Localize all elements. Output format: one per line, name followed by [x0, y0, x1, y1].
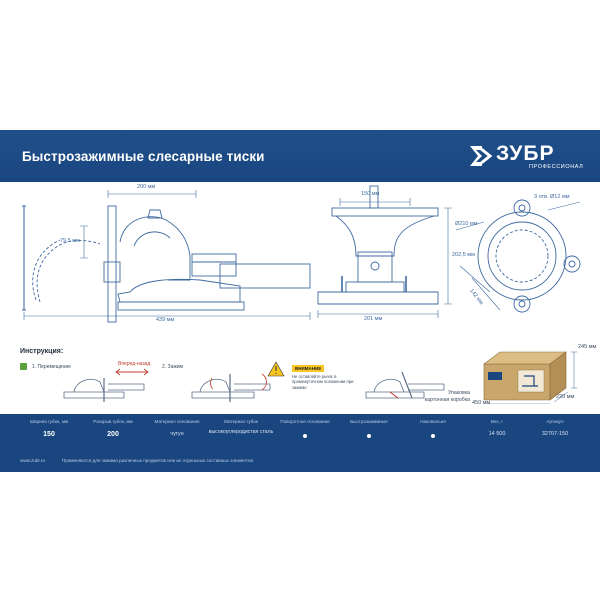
dim-length-left: 439 мм	[156, 317, 175, 323]
logo-subtitle: ПРОФЕССИОНАЛ	[529, 164, 584, 170]
check-icon	[20, 363, 27, 376]
package-box: 245 мм 450 мм 220 мм	[472, 342, 597, 406]
box-illustration	[483, 351, 577, 405]
box-length: 450 мм	[472, 400, 491, 406]
technical-drawings: 200 мм 79,5 мм 439 мм 150 мм 202,5 мм 20…	[0, 182, 600, 342]
box-height: 245 мм	[578, 344, 597, 350]
instructions-title: Инструкция:	[20, 348, 64, 355]
instructions-row: 1. Перемещение Вперед-назад 2. Зажим	[14, 358, 474, 406]
spec-header-jaw-opening: Раскрыв губок, мм	[93, 419, 133, 424]
logo-text: ЗУБР	[496, 142, 555, 165]
dim-height-left: 79,5 мм	[60, 238, 80, 244]
brand-logo: ЗУБР ПРОФЕССИОНАЛ	[468, 142, 588, 176]
dim-base-middle: 201 мм	[364, 316, 383, 322]
vise-front-view	[317, 185, 452, 318]
spec-header-jaw-width: Ширина губок, мм	[29, 419, 69, 424]
step-clamp-label: 2. Зажим	[162, 364, 183, 370]
spec-header-jaw-material: Материал губок	[224, 419, 258, 424]
spec-header-anvil: Наковальня	[420, 419, 446, 424]
dim-height-middle: 202,5 мм	[452, 252, 475, 258]
dim-width-middle: 150 мм	[361, 191, 380, 197]
footer-note: Применяются для зажима различных предмет…	[62, 458, 253, 463]
product-card: Быстрозажимные слесарные тиски ЗУБР ПРОФ…	[0, 130, 600, 472]
zubr-logo-icon	[470, 146, 493, 166]
step-move-arrow-label: Вперед-назад	[118, 361, 151, 367]
vise-drawings	[22, 185, 581, 323]
spec-jaw-opening: 200	[107, 431, 119, 438]
spec-article: 32707-150	[541, 431, 569, 437]
spec-jaw-material: высокоуглеродистая сталь	[208, 429, 274, 435]
spec-base-material: чугун	[170, 431, 184, 437]
dim-holes: 3 отв. Ø12 мм	[534, 194, 570, 200]
spec-anvil-dot	[431, 434, 435, 438]
vise-top-view	[455, 199, 581, 313]
footer-bar: www.zubr.ru Применяются для зажима разли…	[0, 454, 600, 472]
warning-text: Не оставляйте рычаг в промежуточном поло…	[292, 374, 354, 390]
spec-quick-clamp-dot	[367, 434, 371, 438]
instruction-illustrations	[63, 361, 445, 402]
spec-jaw-width: 150	[43, 431, 55, 438]
footer-site-link[interactable]: www.zubr.ru	[20, 458, 46, 463]
box-depth: 220 мм	[556, 394, 575, 400]
step-move-label: 1. Перемещение	[32, 364, 71, 370]
page-title: Быстрозажимные слесарные тиски	[22, 149, 265, 164]
spec-header-quick-clamp: Быстрозажимные	[350, 419, 388, 424]
spec-swivel-base-dot	[303, 434, 307, 438]
dim-width-left: 200 мм	[137, 184, 156, 190]
spec-header-weight: Вес, г	[490, 419, 504, 424]
header-bar: Быстрозажимные слесарные тиски ЗУБР ПРОФ…	[0, 130, 600, 182]
spec-weight: 14 500	[488, 431, 506, 437]
warning-badge: ВНИМАНИЕ	[292, 365, 325, 372]
spec-header-swivel-base: Поворотное основание	[280, 419, 330, 424]
vise-side-view	[22, 190, 311, 323]
specs-table: Ширина губок, мм Раскрыв губок, мм Матер…	[0, 414, 600, 454]
spec-header-base-material: Материал основания	[154, 419, 200, 424]
package-label: Упаковка картонная коробка	[378, 390, 470, 403]
spec-header-article: Артикул	[546, 419, 564, 424]
dim-diameter: Ø210 мм	[455, 221, 478, 227]
package-label-line1: Упаковка	[448, 390, 470, 396]
package-label-line2: картонная коробка	[424, 396, 470, 403]
